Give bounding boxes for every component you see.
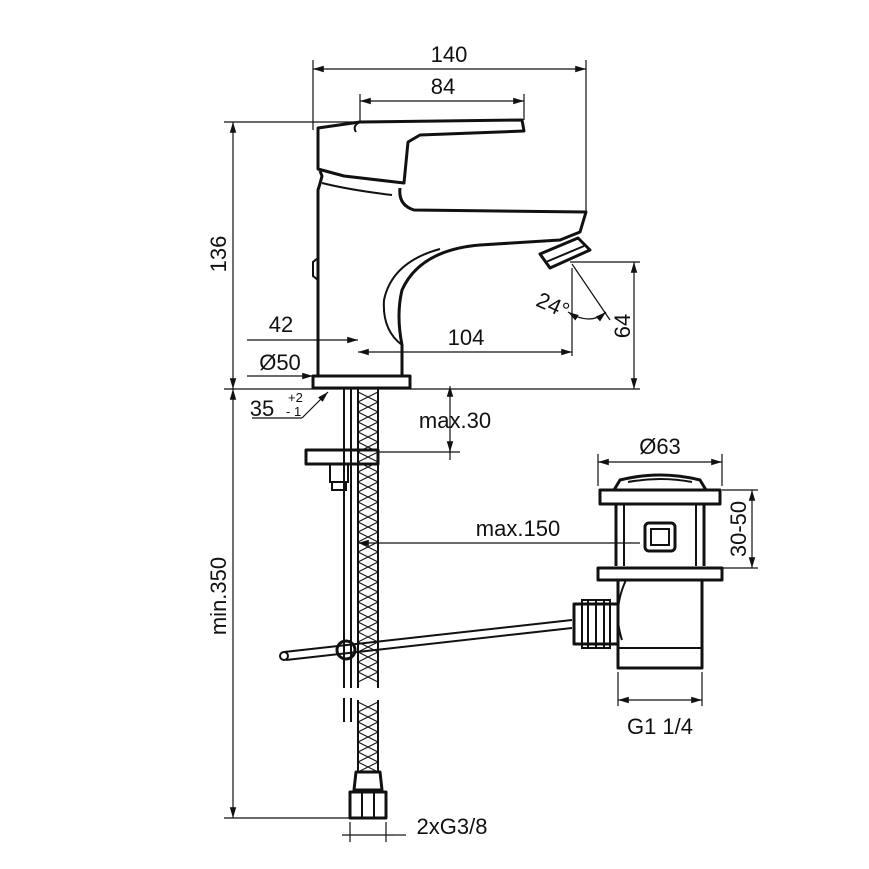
hose-hatch-line (357, 611, 379, 623)
hose-hatch-line (357, 501, 379, 513)
label-104: 104 (448, 325, 485, 350)
hose-hatch-line (357, 491, 379, 503)
hose-hatch-line (357, 481, 379, 493)
label-35-tol-plus: +2 (288, 390, 303, 405)
hose-hatch-line (357, 741, 379, 753)
label-min350: min.350 (206, 557, 231, 635)
faucet-body (311, 118, 592, 390)
hose-hatch-line (357, 401, 379, 413)
label-35: 35 (250, 396, 274, 421)
hose-hatch-line (357, 701, 379, 713)
label-42: 42 (269, 312, 293, 337)
hose-hatch-line (357, 521, 379, 533)
label-2xg3-8: 2xG3/8 (417, 814, 488, 839)
drain-assembly (572, 473, 724, 670)
label-136: 136 (206, 236, 231, 273)
hose-hatch-line (357, 391, 379, 403)
supply-hoses (304, 389, 388, 820)
hose-hatch-line (357, 601, 379, 613)
hose-hatch-line (357, 671, 379, 683)
hose-hatch-line (357, 411, 379, 423)
label-g1-1-4: G1 1/4 (627, 714, 693, 739)
hose-hatch-line (357, 721, 379, 733)
hose-hatch-line (357, 751, 379, 763)
hose-hatch-line (357, 571, 379, 583)
hose-hatch-line (357, 561, 379, 573)
hose-hatch-line (357, 551, 379, 563)
dimension-lines (224, 60, 758, 842)
label-max30: max.30 (419, 408, 491, 433)
hose-hatch-line (357, 431, 379, 443)
hose-hatch-line (357, 451, 379, 463)
label-35-tol-minus: - 1 (286, 404, 301, 419)
hose-hatch-line (357, 591, 379, 603)
label-d50: Ø50 (259, 350, 301, 375)
label-140: 140 (431, 42, 468, 67)
label-84: 84 (431, 74, 455, 99)
hose-hatch-line (357, 641, 379, 653)
hose-hatch-line (357, 661, 379, 673)
hose-hatch-line (357, 421, 379, 433)
label-64: 64 (610, 314, 635, 338)
hose-hatch-line (357, 541, 379, 553)
hose-hatch-line (357, 761, 379, 773)
label-d63: Ø63 (639, 434, 681, 459)
label-30-50: 30-50 (726, 501, 751, 557)
hose-hatch-line (357, 621, 379, 633)
label-24deg: 24° (533, 287, 574, 323)
hose-hatch-line (357, 511, 379, 523)
hose-hatch-line (357, 651, 379, 663)
hose-hatch-line (357, 471, 379, 483)
label-max150: max.150 (476, 516, 560, 541)
hose-hatch-line (357, 581, 379, 593)
hose-hatch-line (357, 631, 379, 643)
dimension-labels: 140 84 136 42 104 Ø50 35 +2 - 1 max.30 m… (206, 42, 751, 839)
popup-rod (279, 619, 573, 661)
hose-hatch-line (357, 711, 379, 723)
hose-hatch-line (357, 731, 379, 743)
